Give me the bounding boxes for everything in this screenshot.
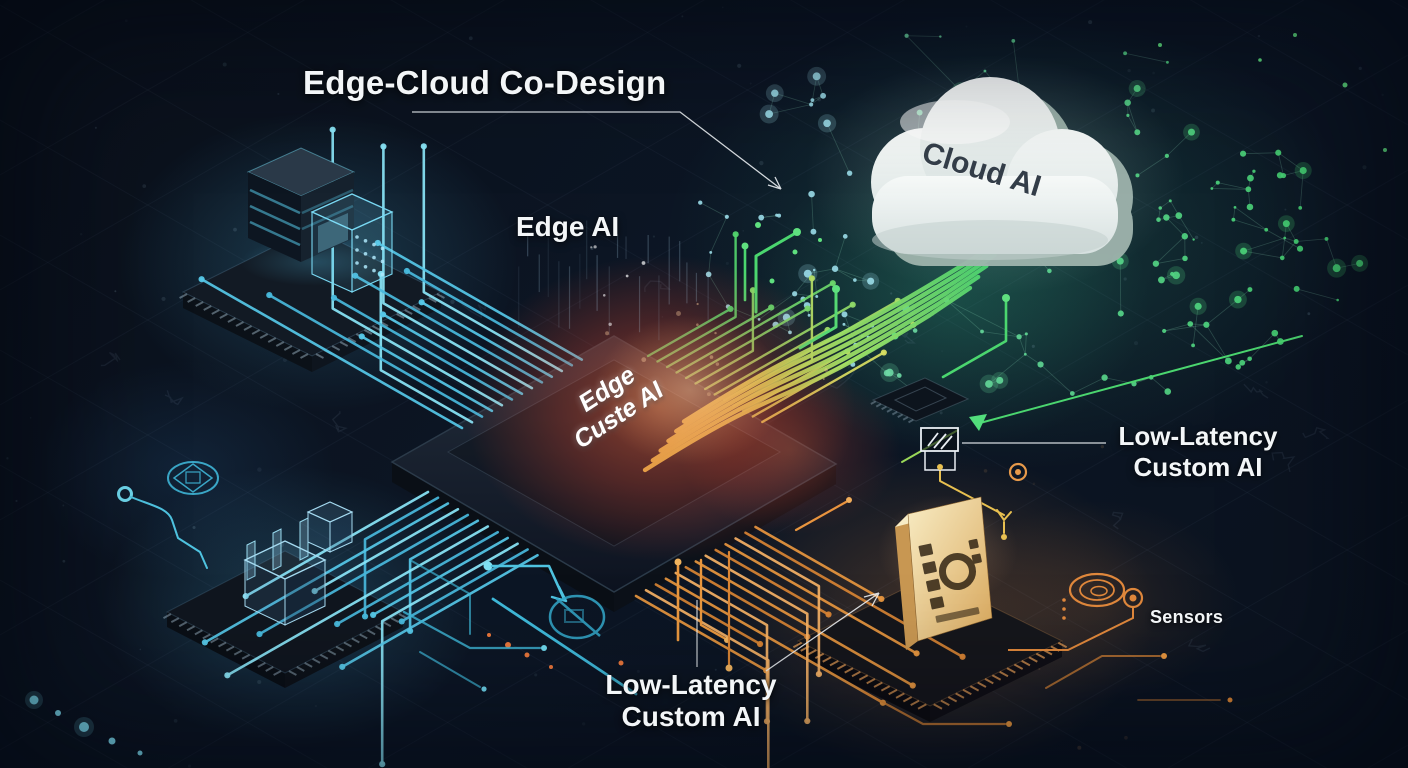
bottom-callout-arrow-line	[765, 592, 880, 672]
callout-leader-lines	[412, 111, 1106, 672]
glass-cube-icon	[243, 501, 354, 626]
circle-slash-icon	[548, 594, 606, 640]
gold-chip-icon	[796, 575, 1064, 722]
diagram-icons	[167, 427, 1144, 651]
cyan-traces	[25, 486, 638, 756]
cloud-icon	[871, 77, 1133, 266]
data-rain-particles	[518, 220, 828, 401]
arrow-icon	[863, 592, 880, 607]
server-stack-icon	[240, 147, 394, 293]
thermal-glow	[430, 228, 920, 588]
sensor-target-icon	[1008, 572, 1144, 651]
component-box-icon	[920, 427, 959, 471]
chip-structures	[240, 147, 1018, 650]
arrow-icon	[767, 176, 782, 190]
background-specks	[6, 6, 1403, 768]
gold-module-icon	[878, 495, 1018, 650]
location-marker-icon	[167, 461, 219, 495]
title-leader-line	[412, 111, 782, 190]
